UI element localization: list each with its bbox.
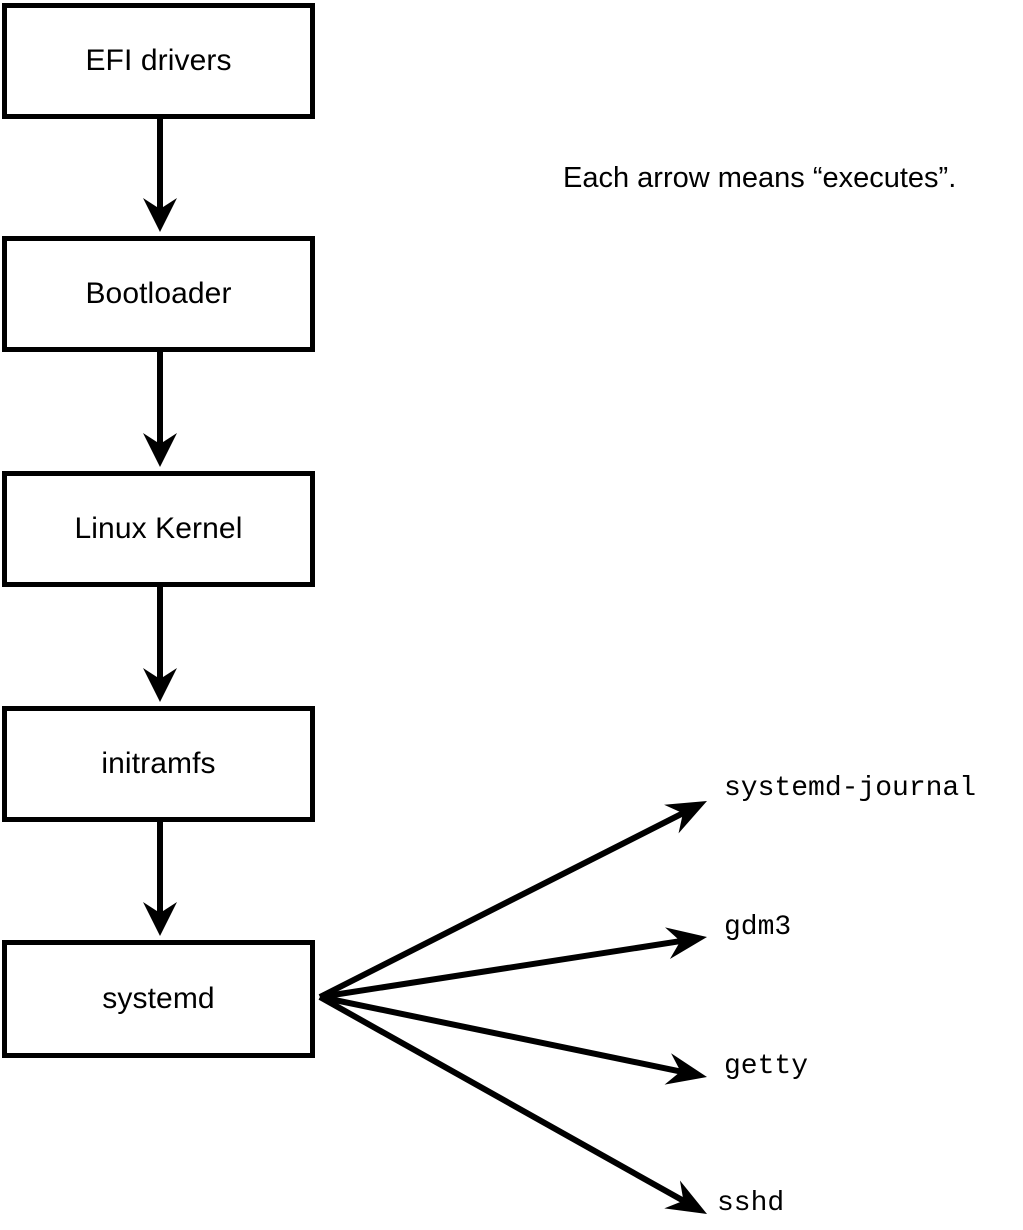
arrow-shaft (318, 994, 687, 1205)
node-box-bootloader[interactable]: Bootloader (2, 236, 315, 352)
chain-arrow-kernel-to-initramfs (143, 587, 177, 702)
fan-arrow-sshd (318, 994, 707, 1214)
node-box-efi-drivers[interactable]: EFI drivers (2, 3, 315, 119)
arrow-head (664, 1053, 707, 1085)
fan-arrow-getty (319, 994, 707, 1085)
leaf-label-gdm3: gdm3 (724, 912, 792, 943)
arrow-head (143, 433, 177, 467)
chain-arrow-group (143, 119, 177, 936)
node-label-linux-kernel: Linux Kernel (74, 512, 243, 545)
leaf-label-sshd: sshd (717, 1188, 785, 1219)
arrow-shaft (319, 994, 684, 1075)
arrow-head (664, 1180, 707, 1214)
chain-arrow-efi-to-bootloader (143, 119, 177, 232)
node-label-initramfs: initramfs (101, 747, 216, 780)
arrow-shaft (319, 937, 683, 1000)
arrow-head (143, 198, 177, 232)
arrow-shaft (318, 809, 687, 1000)
leaf-label-getty: getty (724, 1051, 809, 1082)
chain-arrow-bootloader-to-kernel (143, 352, 177, 467)
arrow-head (143, 902, 177, 936)
fan-arrow-group (318, 801, 707, 1214)
node-box-linux-kernel[interactable]: Linux Kernel (2, 471, 315, 587)
node-label-systemd: systemd (102, 982, 215, 1015)
node-label-bootloader: Bootloader (85, 277, 232, 310)
node-box-initramfs[interactable]: initramfs (2, 706, 315, 822)
arrow-head (664, 801, 707, 834)
node-label-efi-drivers: EFI drivers (85, 44, 232, 77)
fan-arrow-gdm3 (319, 927, 707, 1000)
arrow-head (143, 668, 177, 702)
arrow-head (665, 927, 707, 959)
legend-caption: Each arrow means “executes”. (563, 162, 957, 194)
fan-arrow-systemd-journal (318, 801, 707, 1000)
chain-arrow-initramfs-to-systemd (143, 822, 177, 936)
node-box-systemd[interactable]: systemd (2, 940, 315, 1058)
leaf-label-systemd-journal: systemd-journal (724, 773, 977, 804)
